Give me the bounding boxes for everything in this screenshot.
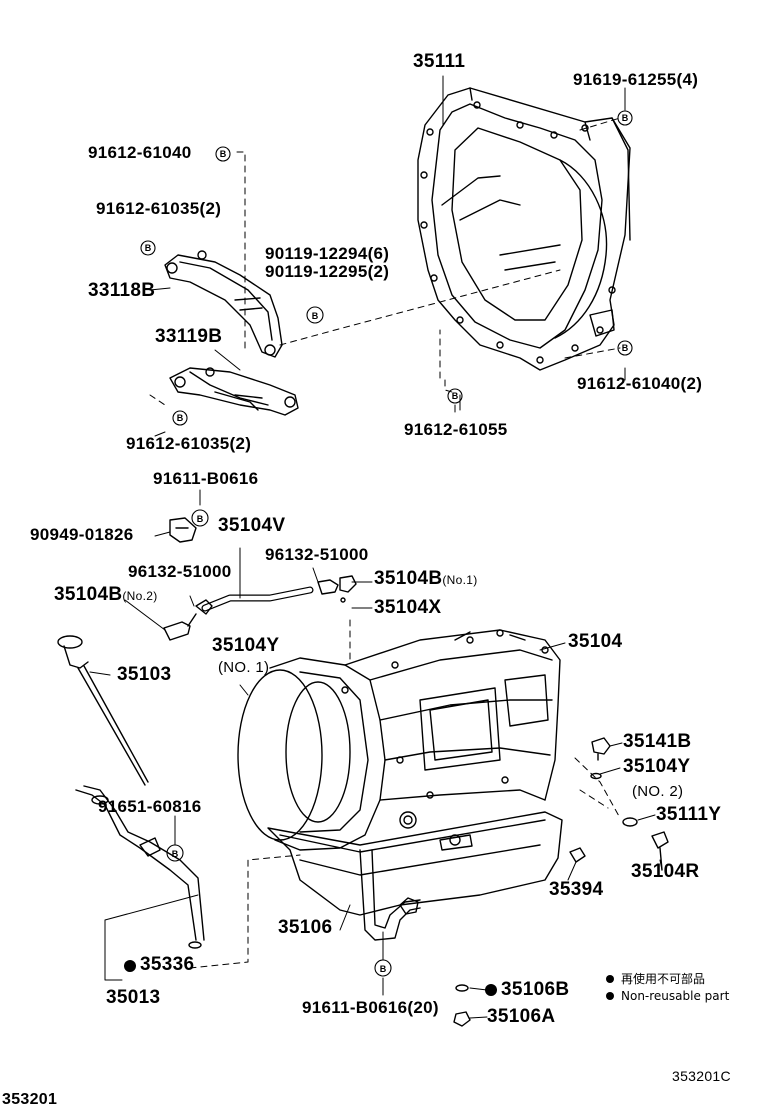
label-35103: 35103 [117, 664, 172, 685]
label-35106: 35106 [278, 917, 333, 938]
label-35104X: 35104X [374, 597, 442, 618]
label-35106A: 35106A [487, 1006, 556, 1027]
label-35104: 35104 [568, 631, 623, 652]
label-91651-60816: 91651-60816 [98, 797, 202, 816]
label-35141B: 35141B [623, 731, 692, 752]
label-91612-61040-2: 91612-61040(2) [577, 374, 703, 393]
figure-code: 353201C [672, 1068, 731, 1084]
label-91611-B0616: 91611-B0616 [153, 469, 259, 488]
label-35104Y-no1-sub: (NO. 1) [218, 659, 270, 676]
transmission-housing-35111 [417, 87, 631, 371]
label-90949-01826: 90949-01826 [30, 525, 134, 544]
label-35106B: 35106B [501, 979, 570, 1000]
bracket-33119B [169, 367, 299, 416]
svg-text:B: B [622, 343, 629, 353]
label-35336: 35336 [140, 954, 195, 975]
dipstick-35103 [57, 635, 149, 786]
label-91612-61040-top: 91612-61040 [88, 143, 192, 162]
transmission-case-35104 [237, 629, 561, 851]
label-90119-12294: 90119-12294(6) [265, 244, 390, 263]
svg-text:B: B [177, 413, 184, 423]
clamp-90949-01826 [169, 517, 197, 543]
breather-hose-35104V [163, 547, 357, 641]
svg-text:B: B [380, 964, 387, 974]
label-96132-51000-a: 96132-51000 [265, 545, 369, 564]
label-33118B: 33118B [88, 280, 156, 301]
legend-jp: 再使用不可部品 [621, 972, 706, 986]
label-35104B-no2-sub: (No.2) [122, 589, 158, 603]
svg-text:B: B [622, 113, 629, 123]
svg-text:B: B [145, 243, 152, 253]
svg-text:B: B [172, 849, 179, 859]
label-91611-B0616-20: 91611-B0616(20) [302, 998, 439, 1017]
label-96132-51000-b: 96132-51000 [128, 562, 232, 581]
label-35104Y-no1: 35104Y [212, 635, 280, 656]
label-35104R: 35104R [631, 861, 700, 882]
label-35394: 35394 [549, 879, 604, 900]
svg-text:B: B [452, 391, 459, 401]
label-35111: 35111 [413, 51, 466, 72]
filler-tube-35013 [75, 785, 205, 949]
label-35104B-no1: 35104B(No.1) [374, 568, 478, 589]
page-code: 353201 [2, 1091, 58, 1108]
label-35104Y-no2-sub: (NO. 2) [632, 783, 684, 800]
label-91612-61035-a: 91612-61035(2) [96, 199, 222, 218]
svg-text:B: B [197, 514, 204, 524]
label-90119-12295: 90119-12295(2) [265, 262, 390, 281]
legend-en: Non-reusable part [621, 989, 730, 1003]
label-33119B: 33119B [155, 326, 223, 347]
svg-text:B: B [220, 149, 227, 159]
oil-pan-35106 [267, 811, 563, 916]
label-91619-61255: 91619-61255(4) [573, 70, 699, 89]
label-91612-61035-b: 91612-61035(2) [126, 434, 252, 453]
label-91612-61055: 91612-61055 [404, 420, 508, 439]
label-35104B-no2: 35104B(No.2) [54, 584, 158, 605]
cooler-pipe [359, 849, 421, 941]
label-35111Y: 35111Y [656, 804, 722, 825]
bracket-33118B [164, 250, 283, 358]
label-35104B-no1-sub: (No.1) [442, 573, 478, 587]
label-35104Y-no2: 35104Y [623, 756, 691, 777]
svg-text:B: B [312, 311, 319, 321]
label-35013: 35013 [106, 987, 161, 1008]
label-35104V: 35104V [218, 515, 286, 536]
bolt-markers [140, 110, 633, 977]
